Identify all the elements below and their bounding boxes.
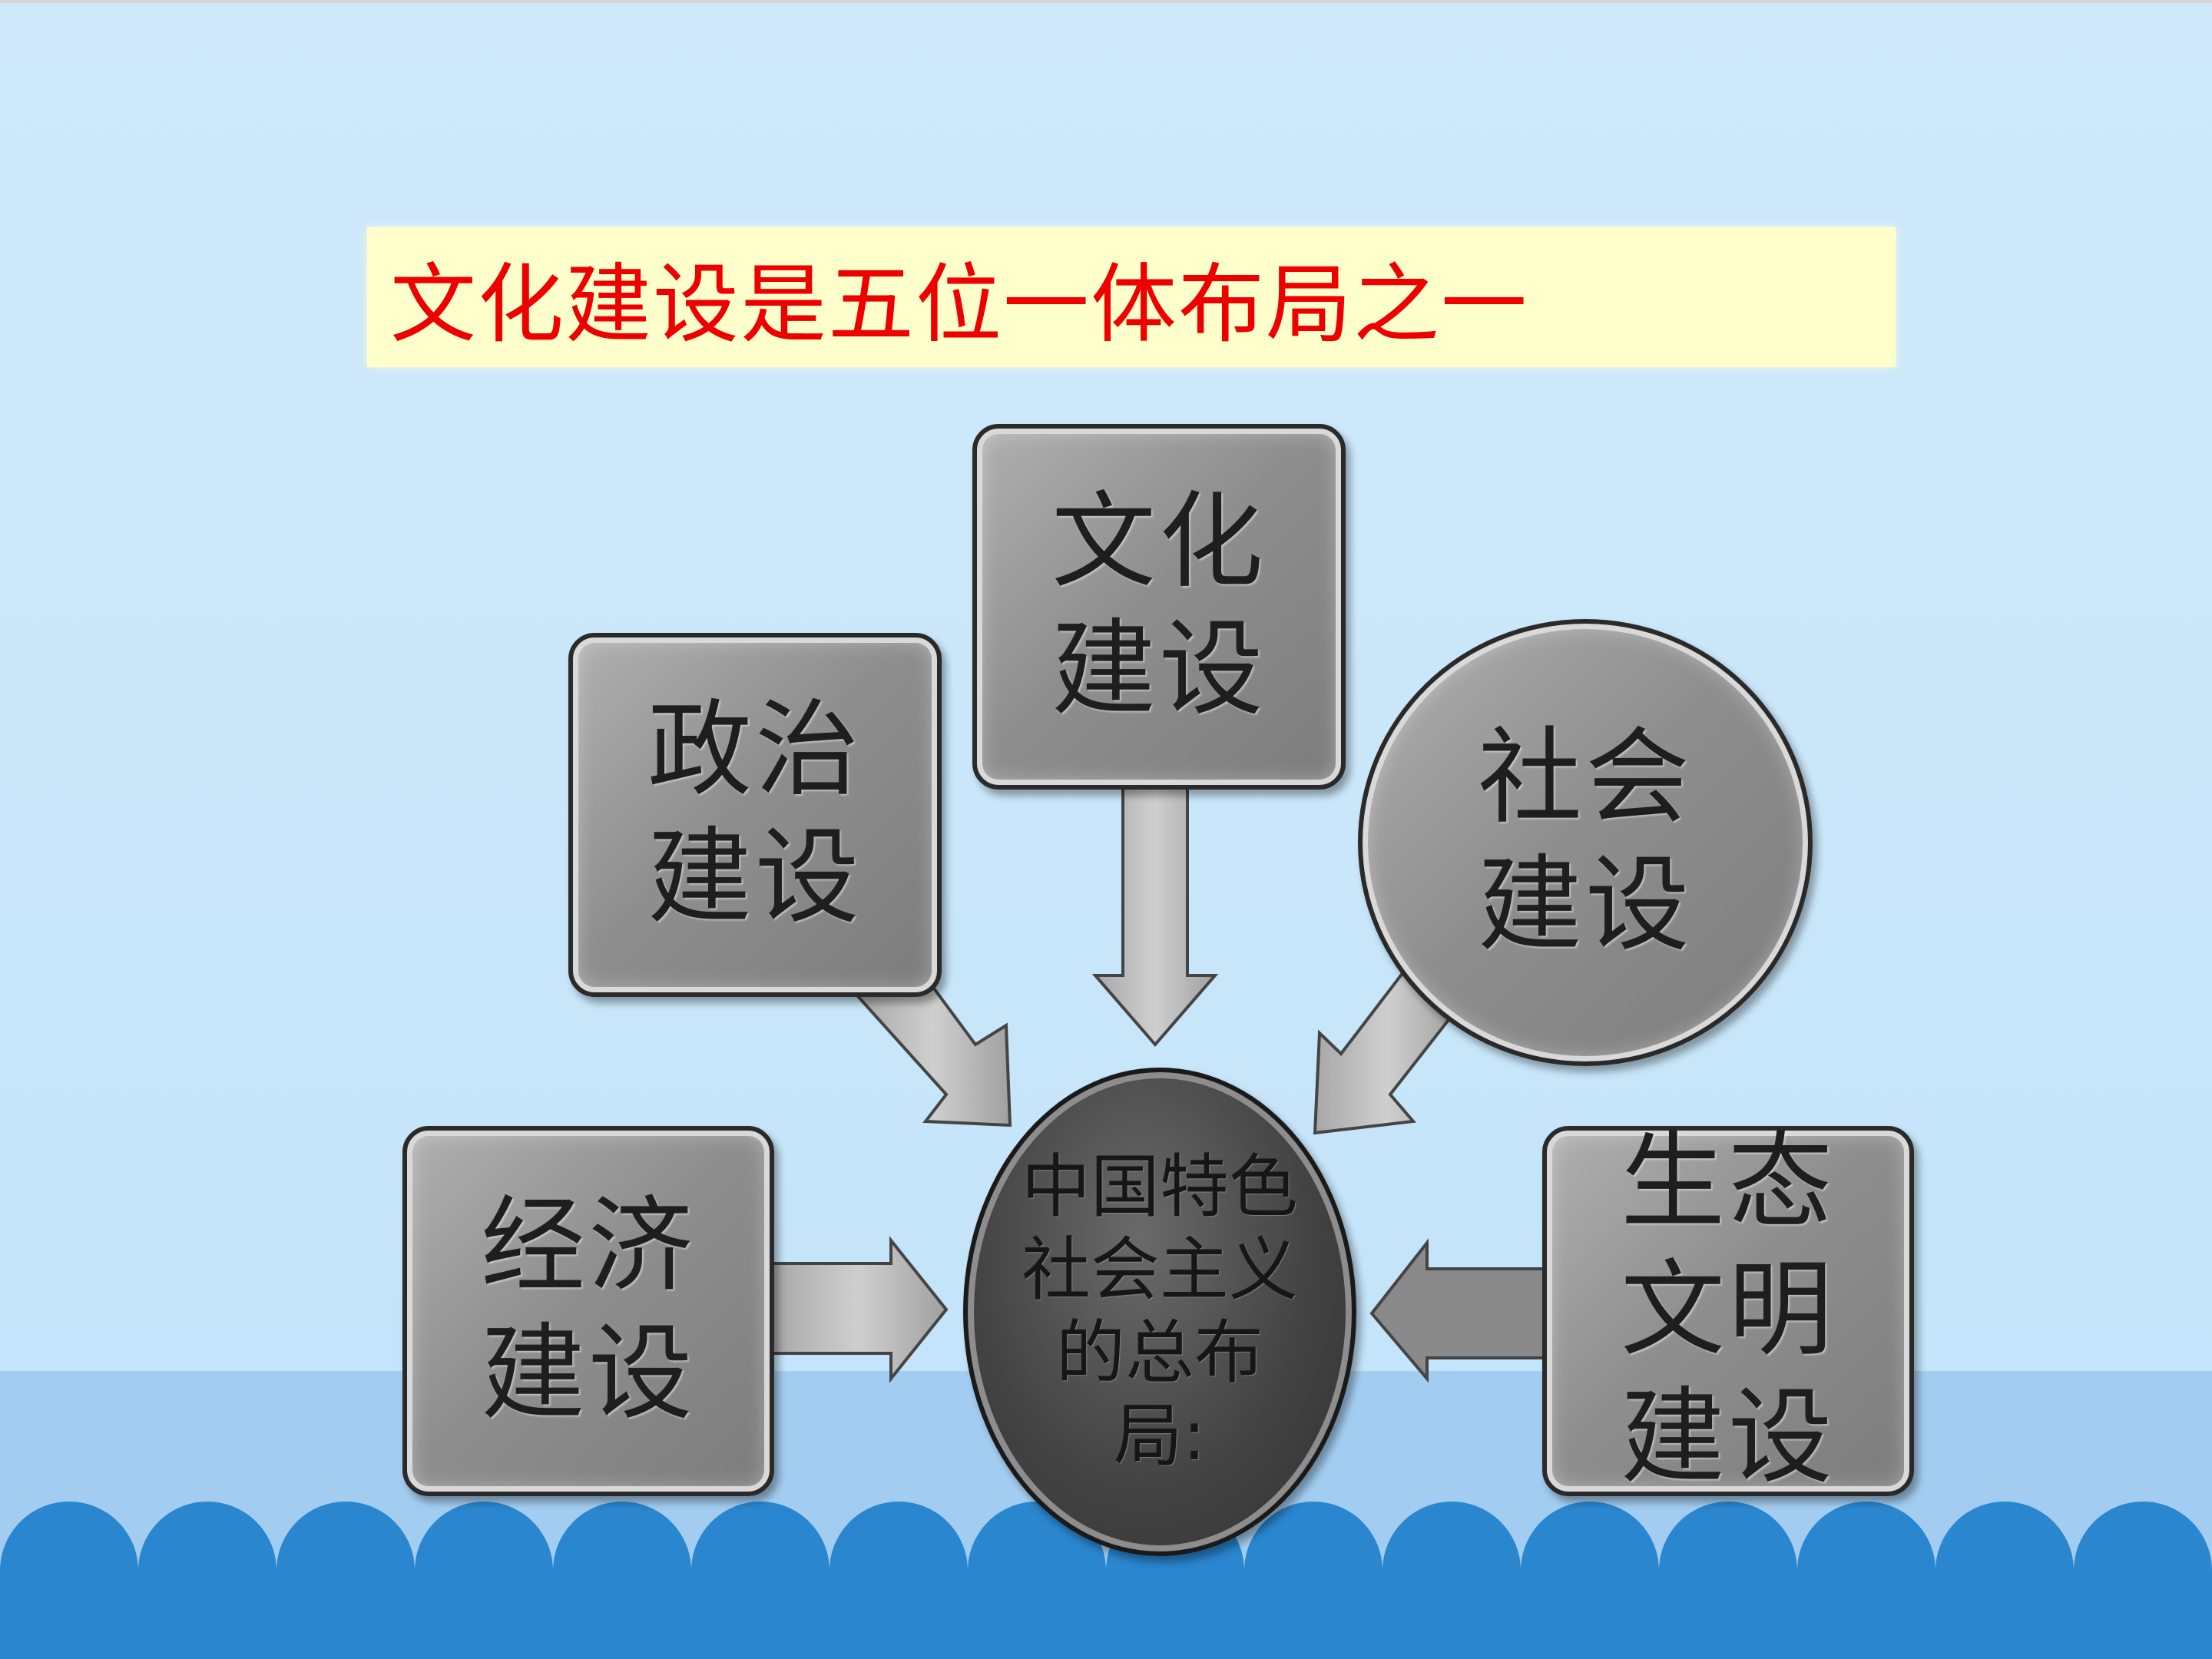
wave-scallop xyxy=(346,1571,484,1659)
top-border xyxy=(0,0,2212,3)
node-politics-construction: 政治建设 xyxy=(568,633,942,997)
node-culture-construction: 文化建设 xyxy=(972,424,1346,790)
wave-scallop xyxy=(69,1571,207,1659)
wave-scallop xyxy=(484,1571,622,1659)
wave-scallop xyxy=(760,1571,899,1659)
slide-title: 文化建设是五位一体布局之一 xyxy=(390,255,1528,355)
wave-scallop xyxy=(622,1571,760,1659)
wave-scallop xyxy=(0,1571,69,1659)
node-society-label: 社会建设 xyxy=(1478,717,1693,966)
center-node-overall-layout: 中国特色社会主义的总布局: xyxy=(963,1068,1356,1556)
wave-scallop xyxy=(1728,1571,1866,1659)
wave-scallop xyxy=(1866,1571,2005,1659)
wave-scallop xyxy=(1037,1571,1175,1659)
wave-scallop xyxy=(1175,1571,1313,1659)
node-ecology-label: 生态文明建设 xyxy=(1621,1122,1836,1498)
wave-scallop xyxy=(899,1571,1037,1659)
arrow-ecology-to-center xyxy=(1369,1238,1548,1383)
wave-scallop xyxy=(2005,1571,2143,1659)
node-ecology-construction: 生态文明建设 xyxy=(1542,1122,1914,1498)
title-banner: 文化建设是五位一体布局之一 xyxy=(367,227,1896,367)
center-node-label: 中国特色社会主义的总布局: xyxy=(1022,1147,1298,1476)
node-society-construction: 社会建设 xyxy=(1358,619,1813,1066)
node-economy-label: 经济建设 xyxy=(481,1186,696,1435)
wave-scallop xyxy=(1590,1571,1728,1659)
arrow-economy-to-center xyxy=(770,1236,949,1383)
wave-scallop xyxy=(2143,1571,2212,1659)
wave-scallop xyxy=(1313,1571,1452,1659)
wave-scallop xyxy=(1452,1571,1590,1659)
node-economy-construction: 经济建设 xyxy=(402,1126,774,1496)
wave-scallop xyxy=(207,1571,346,1659)
arrow-culture-to-center xyxy=(1091,786,1219,1048)
node-politics-label: 政治建设 xyxy=(647,690,863,939)
wave-base xyxy=(0,1640,2212,1659)
node-culture-label: 文化建设 xyxy=(1051,482,1267,730)
